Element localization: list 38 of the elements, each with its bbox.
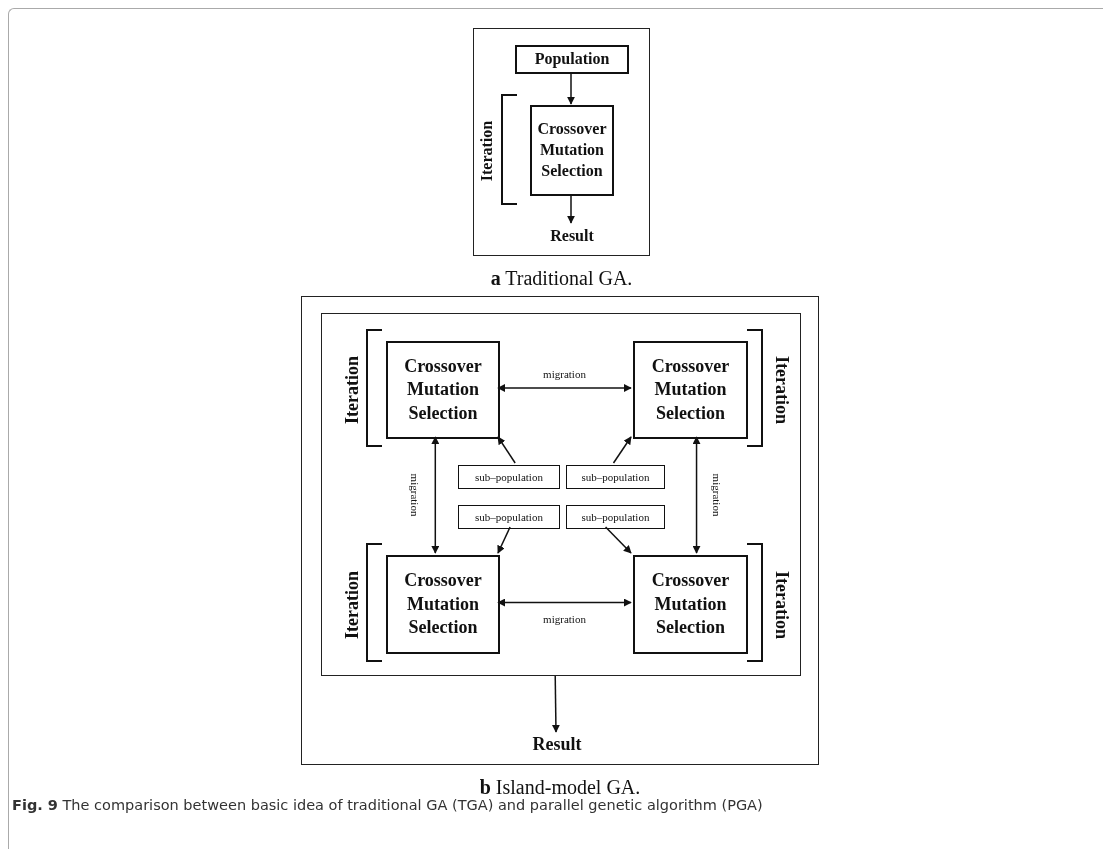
panel-caption: b Island-model GA.: [479, 775, 641, 799]
iteration-label: Iteration: [340, 356, 363, 424]
arrow: [497, 384, 632, 392]
sub-population-box: [458, 505, 560, 529]
arrow: [551, 674, 560, 733]
arrow: [497, 526, 511, 554]
arrow: [567, 72, 575, 105]
sub-population-box: [566, 505, 665, 529]
population-box: [515, 45, 629, 74]
node-label: Result: [531, 733, 583, 757]
iteration-label: Iteration: [771, 356, 794, 424]
arrow: [567, 194, 575, 224]
panel-caption: a Traditional GA.: [490, 266, 633, 291]
edge-label: migration: [541, 368, 588, 380]
node-label: sub–population: [474, 509, 544, 525]
node-label: Crossover Mutation Selection: [403, 569, 483, 640]
arrow: [604, 526, 632, 554]
sub-population-box: [458, 465, 560, 489]
node-label: Result: [549, 225, 595, 246]
node-label: Crossover Mutation Selection: [403, 354, 483, 425]
node-label: Crossover Mutation Selection: [536, 119, 608, 181]
arrow: [431, 436, 440, 554]
figure-caption: Fig. 9 The comparison between basic idea of traditional GA (TGA) and parallel genetic algorithm (PGA): [12, 797, 763, 813]
arrow: [612, 436, 632, 464]
arrow: [497, 598, 632, 607]
node-label: Crossover Mutation Selection: [650, 354, 731, 425]
node-label: Population: [533, 49, 611, 70]
arrow: [497, 436, 516, 464]
iteration-label: Iteration: [340, 570, 363, 639]
node-label: sub–population: [474, 469, 544, 485]
node-label: sub–population: [580, 509, 651, 525]
node-label: Crossover Mutation Selection: [650, 569, 731, 640]
inner-frame: [321, 313, 801, 676]
arrow: [692, 436, 701, 554]
iteration-label: Iteration: [477, 120, 497, 181]
iteration-label: Iteration: [771, 570, 794, 639]
node-label: sub–population: [580, 469, 651, 485]
sub-population-box: [566, 465, 665, 489]
